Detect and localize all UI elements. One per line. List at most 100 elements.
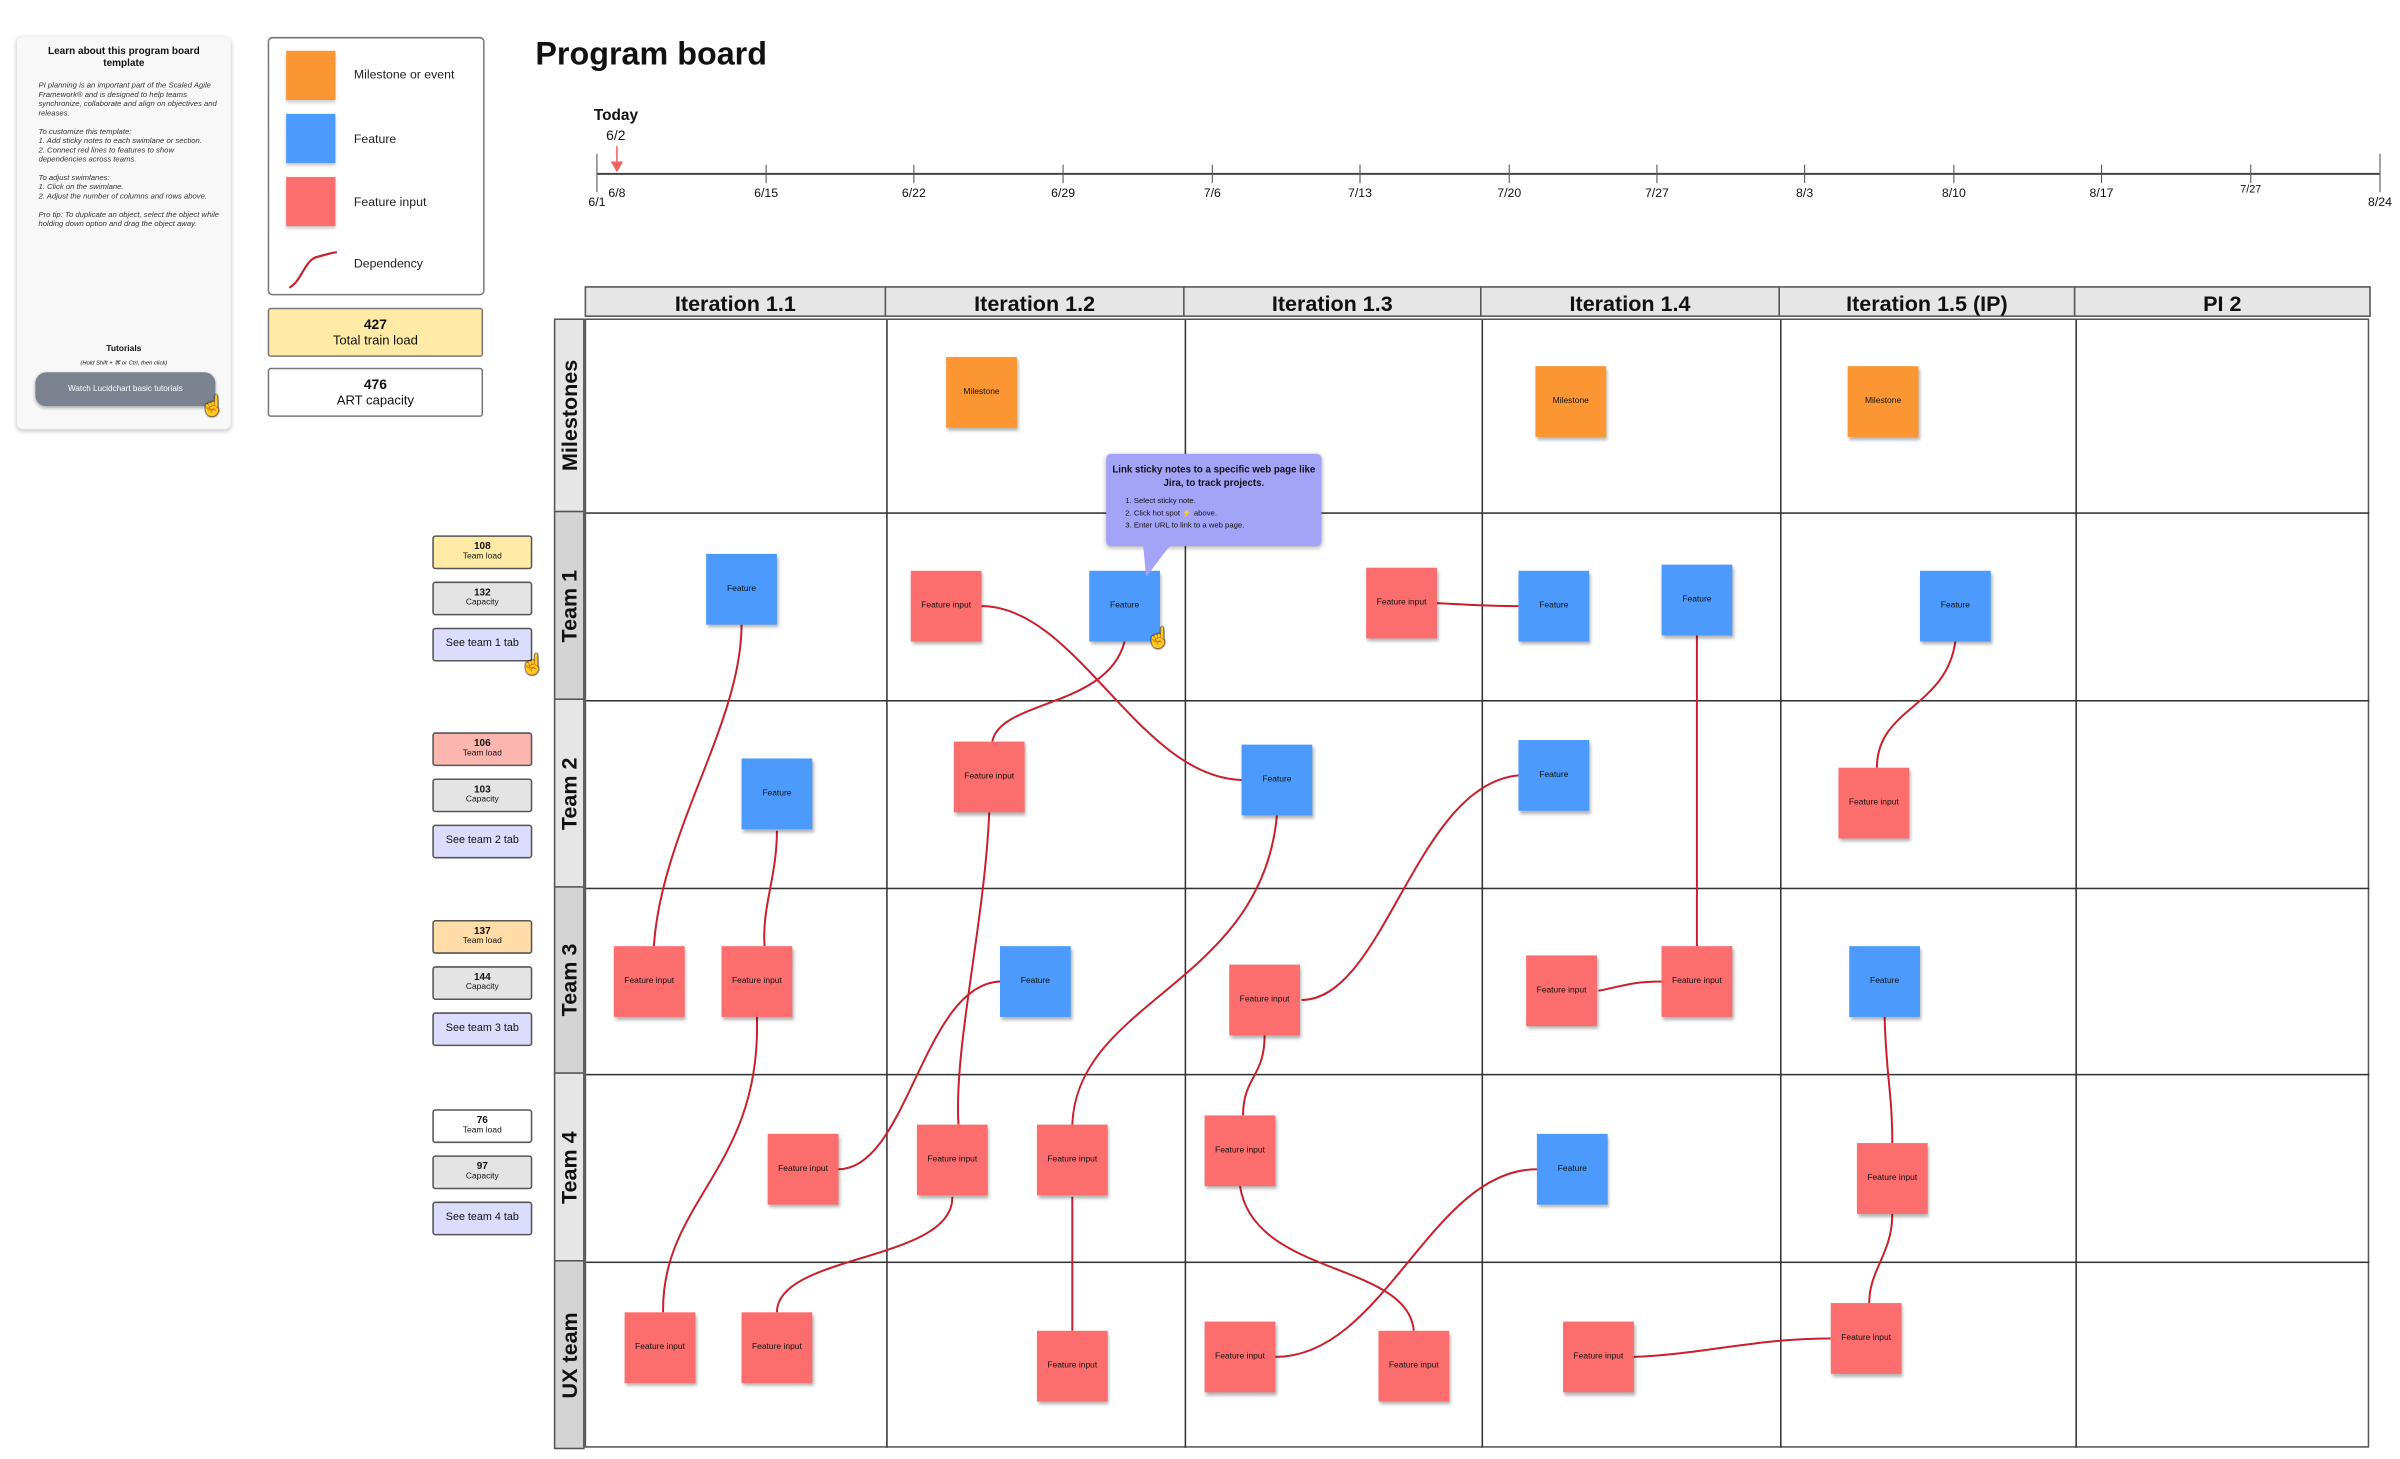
note-label: Feature input [1388,1361,1439,1371]
timeline-tick-label: 6/22 [901,186,926,200]
tooltip-step: Enter URL to link to a web page. [1134,520,1322,532]
milestone-note[interactable]: Milestone [946,356,1017,428]
feature-input-note[interactable]: Feature input [1229,964,1300,1036]
note-label: Feature input [964,772,1015,782]
tooltip-link-sticky-notes: Link sticky notes to a specific web page… [1106,453,1322,547]
team-load-value: 106 [473,737,491,749]
feature-note[interactable]: Feature [1241,744,1313,816]
swimlane-team-2[interactable]: Team 2 [553,698,585,888]
feature-note[interactable]: Feature [741,758,813,830]
train-load-label: Total train load [332,332,418,348]
column-divider [886,319,888,1448]
dependency-line[interactable] [991,641,1126,742]
dependency-line[interactable] [957,812,991,1125]
feature-input-note[interactable]: Feature input [1204,1115,1276,1187]
dependency-line[interactable] [1875,641,1957,768]
dependency-line[interactable] [662,1016,758,1313]
timeline-tick-label: 8/17 [2089,186,2114,200]
swimlane-milestones[interactable]: Milestones [553,318,585,513]
feature-input-note[interactable]: Feature input [1526,955,1597,1027]
feature-input-note[interactable]: Feature input [910,570,982,642]
team-capacity-value: 103 [473,783,491,795]
column-divider [1779,319,1782,1448]
team-load-label: Team load [462,936,502,947]
team-capacity-label: Capacity [465,598,499,608]
dependency-line[interactable] [1633,1337,1831,1358]
dependency-line[interactable] [763,830,778,947]
art-capacity-value: 476 [363,376,387,393]
note-label: Feature [1557,1164,1587,1174]
feature-input-note[interactable]: Feature input [1830,1303,1902,1374]
timeline-tick-label: 7/20 [1497,186,1522,200]
note-label: Feature input [751,1343,802,1353]
watch-tutorials-button[interactable]: Watch Lucidchart basic tutorials [35,372,216,407]
tooltip-step: Select sticky note. [1134,495,1322,507]
tooltip-steps: Select sticky note. Click hot spot ⚡ abo… [1106,495,1321,532]
swimlane-team-4[interactable]: Team 4 [553,1072,585,1262]
feature-input-note[interactable]: Feature input [1204,1321,1276,1393]
milestone-swatch [286,50,336,100]
feature-note[interactable]: Feature [1661,564,1733,636]
dependency-line[interactable] [1239,1186,1415,1331]
timeline-tick-label: 7/6 [1203,186,1221,200]
feature-input-note[interactable]: Feature input [1838,767,1910,839]
dependency-line[interactable] [652,624,743,947]
feature-input-note[interactable]: Feature input [721,946,793,1017]
feature-input-note[interactable]: Feature input [916,1124,988,1196]
swimlane-team-3[interactable]: Team 3 [553,886,585,1074]
feature-input-note[interactable]: Feature input [1036,1124,1108,1196]
feature-input-note[interactable]: Feature input [953,741,1025,813]
dependency-line[interactable] [981,605,1242,781]
dependency-line[interactable] [1242,1035,1266,1116]
milestone-note[interactable]: Milestone [1535,366,1607,437]
feature-input-note[interactable]: Feature input [1366,567,1437,639]
iteration-header: Iteration 1.4 [1479,286,1780,317]
note-label: Feature input [1671,976,1722,987]
feature-input-note[interactable]: Feature input [741,1312,813,1384]
feature-note[interactable]: Feature [1518,570,1590,642]
hand-cursor-icon: ☝ [199,393,225,417]
dependency-line[interactable] [838,980,1001,1171]
iteration-header: PI 2 [2073,286,2371,317]
see-team-1-tab-button[interactable]: See team 1 tab [432,627,533,662]
see-team-3-tab-button[interactable]: See team 3 tab [432,1012,533,1047]
see-team-4-tab-button[interactable]: See team 4 tab [432,1201,533,1236]
milestone-note[interactable]: Milestone [1847,366,1919,437]
feature-input-note[interactable]: Feature input [1563,1321,1634,1393]
feature-note[interactable]: Feature [1919,570,1991,642]
see-team-2-tab-button[interactable]: See team 2 tab [432,824,533,859]
note-label: Feature input [921,601,972,611]
dependency-line[interactable] [1301,774,1519,1001]
feature-input-note[interactable]: Feature input [1378,1330,1450,1402]
feature-input-note[interactable]: Feature input [1036,1330,1108,1402]
dependency-line[interactable] [1071,815,1278,1125]
note-label: Feature [1020,976,1050,987]
feature-input-note[interactable]: Feature input [767,1133,839,1205]
feature-note[interactable]: Feature [1849,946,1920,1017]
swimlane-team-1[interactable]: Team 1 [553,510,585,700]
dependency-line[interactable] [1883,1016,1894,1144]
feature-input-note[interactable]: Feature input [1856,1143,1928,1214]
team-capacity-label: Capacity [465,795,499,805]
feature-note[interactable]: Feature [706,553,777,625]
note-label: Feature input [778,1164,829,1174]
dependency-line[interactable] [775,1196,954,1313]
dependency-line[interactable] [1598,980,1662,992]
feature-note[interactable]: Feature [999,946,1071,1017]
feature-note[interactable]: Feature [1518,739,1590,811]
swimlane-ux-team[interactable]: UX team [553,1259,585,1450]
feature-input-note[interactable]: Feature input [1661,946,1733,1017]
dependency-line[interactable] [1436,602,1519,608]
feature-input-note[interactable]: Feature input [613,946,685,1017]
feature-input-note[interactable]: Feature input [624,1312,696,1384]
timeline-tick-label: 6/1 [588,195,606,210]
tooltip-step: Click hot spot ⚡ above. [1134,508,1322,520]
dependency-line[interactable] [1275,1168,1537,1358]
dependency-line[interactable] [1868,1213,1894,1304]
feature-note[interactable]: Feature [1536,1133,1608,1205]
feature-note[interactable]: Feature [1089,570,1160,642]
